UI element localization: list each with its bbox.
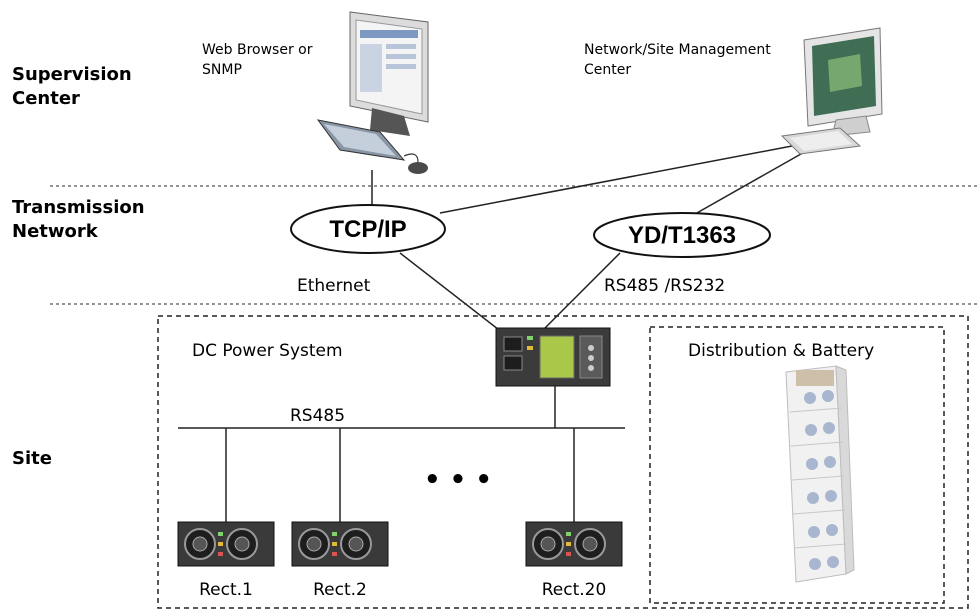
status-led-icon [218, 552, 223, 556]
fan-hub [582, 536, 598, 552]
distribution-battery-box [649, 326, 945, 604]
status-led-icon [218, 532, 223, 536]
status-led-icon [332, 532, 337, 536]
controller-unit-icon [495, 327, 611, 387]
pc-left-caption-2: SNMP [202, 62, 242, 78]
battery-cabinet-icon [785, 365, 855, 583]
ydt1363-ellipse [593, 212, 771, 258]
link-ethernet [399, 252, 513, 341]
status-led-icon [566, 532, 571, 536]
fan-hub [540, 536, 556, 552]
status-led-icon [332, 542, 337, 546]
layer-label-supervision-2: Center [12, 88, 80, 109]
fan-hub [348, 536, 364, 552]
ellipsis-dots: • • • [424, 465, 492, 495]
fan-hub [306, 536, 322, 552]
rs485-bus-label: RS485 [290, 406, 345, 426]
ydt1363-label: YD/T1363 [628, 222, 736, 249]
status-led-icon [332, 552, 337, 556]
pc-right-caption-1: Network/Site Management [584, 42, 771, 58]
tcpip-ellipse [290, 204, 446, 254]
layer-label-site: Site [12, 448, 52, 469]
fan-hub [192, 536, 208, 552]
rectifier-label-2: Rect.2 [313, 580, 367, 600]
desktop-computer-icon [316, 11, 429, 174]
status-led-icon [218, 542, 223, 546]
rectifier-1 [177, 521, 275, 567]
ethernet-label: Ethernet [297, 276, 371, 296]
pc-left-caption-1: Web Browser or [202, 42, 313, 58]
tcpip-label: TCP/IP [329, 216, 406, 243]
layer-label-supervision-1: Supervision [12, 64, 132, 85]
distribution-battery-title: Distribution & Battery [688, 341, 874, 361]
status-led-icon [566, 552, 571, 556]
link-ydt-to-management [687, 149, 809, 219]
status-led-icon [566, 542, 571, 546]
rs485-rs232-label: RS485 /RS232 [604, 276, 725, 296]
dc-power-system-box [157, 315, 969, 609]
workstation-computer-icon [780, 27, 883, 155]
rectifier-label-20: Rect.20 [542, 580, 607, 600]
rectifier-2 [291, 521, 389, 567]
dc-power-system-title: DC Power System [192, 341, 343, 361]
layer-label-transmission-2: Network [12, 221, 99, 242]
pc-right-caption-2: Center [584, 62, 631, 78]
rectifier-label-1: Rect.1 [199, 580, 253, 600]
link-tcpip-to-management [439, 145, 793, 214]
link-rs485-rs232 [534, 252, 621, 339]
layer-label-transmission-1: Transmission [12, 197, 145, 218]
fan-hub [234, 536, 250, 552]
rectifier-20 [525, 521, 623, 567]
